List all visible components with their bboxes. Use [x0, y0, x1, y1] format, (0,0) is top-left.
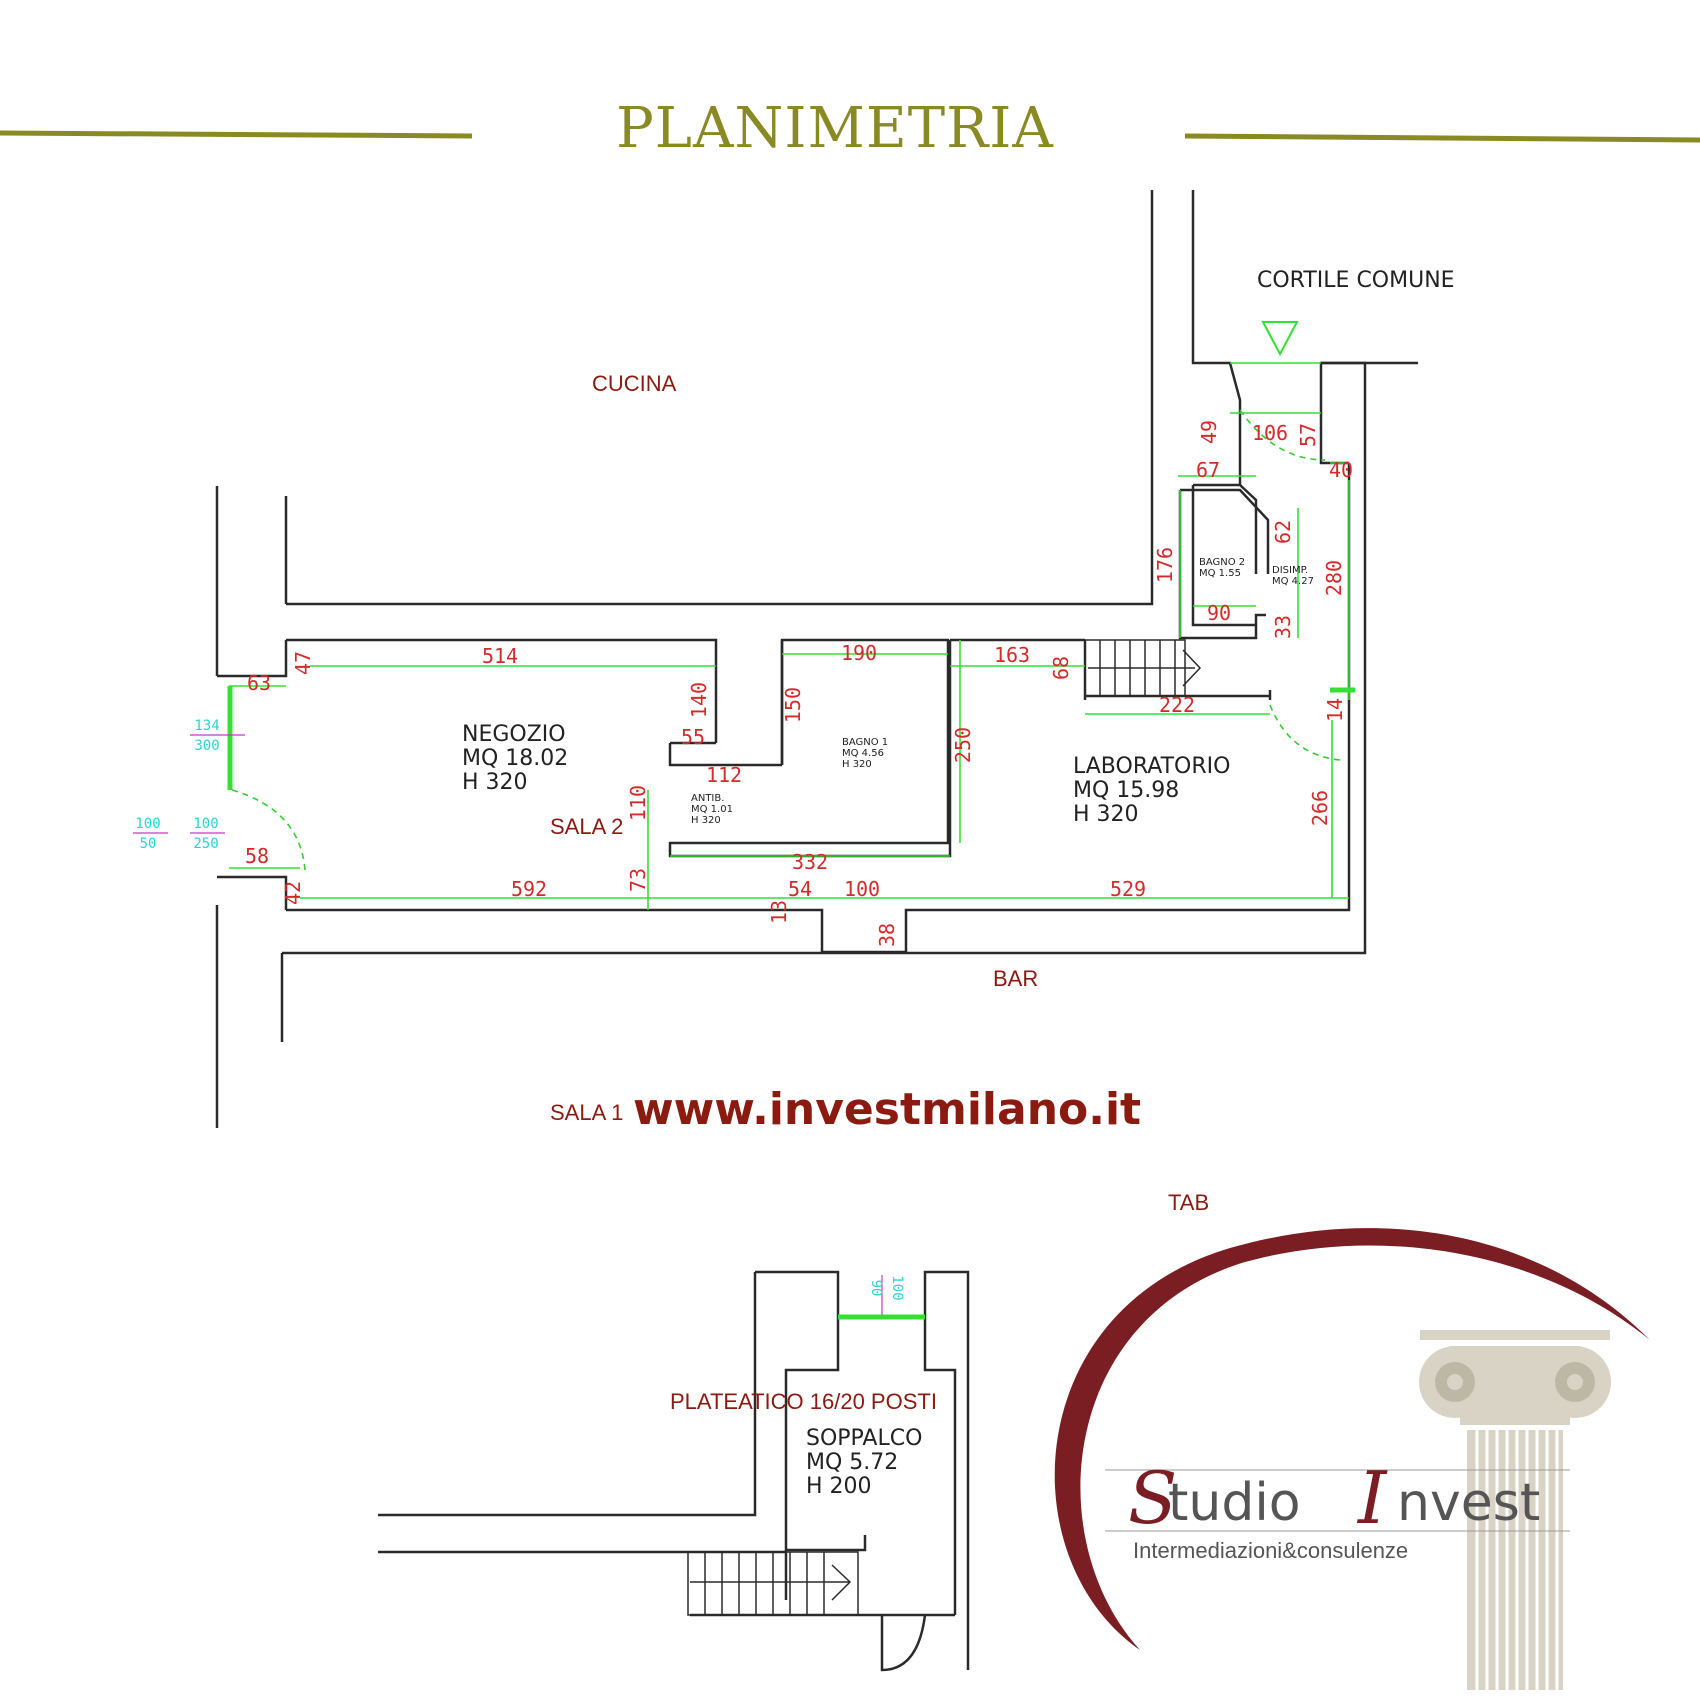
plan-walls	[215, 190, 1418, 1128]
svg-text:90: 90	[1207, 601, 1231, 625]
svg-text:280: 280	[1322, 560, 1346, 596]
svg-text:50: 50	[140, 836, 157, 852]
svg-text:163: 163	[994, 643, 1030, 667]
svg-text:58: 58	[245, 844, 269, 868]
svg-text:514: 514	[482, 644, 518, 668]
svg-text:190: 190	[841, 641, 877, 665]
svg-text:42: 42	[281, 881, 305, 905]
svg-text:ANTIB.: ANTIB.	[691, 793, 724, 804]
svg-text:592: 592	[511, 877, 547, 901]
room-bagno2-label: BAGNO 2 MQ 1.55	[1199, 557, 1245, 579]
svg-text:150: 150	[781, 687, 805, 723]
svg-text:MQ 1.55: MQ 1.55	[1199, 568, 1241, 579]
svg-text:LABORATORIO: LABORATORIO	[1073, 754, 1230, 779]
svg-text:110: 110	[626, 785, 650, 821]
entry-marker-icon	[1261, 321, 1299, 357]
svg-text:BAGNO 1: BAGNO 1	[842, 737, 888, 748]
room-laboratorio-label: LABORATORIO MQ 15.98 H 320	[1073, 754, 1230, 827]
svg-text:100: 100	[193, 816, 218, 832]
header-rule-left	[0, 130, 473, 139]
svg-text:40: 40	[1329, 458, 1353, 482]
svg-text:55: 55	[681, 725, 705, 749]
svg-text:134: 134	[194, 718, 219, 734]
svg-text:100: 100	[844, 877, 880, 901]
svg-text:106: 106	[1252, 421, 1288, 445]
svg-text:300: 300	[194, 738, 219, 754]
soppalco-walls	[378, 1270, 970, 1672]
svg-text:MQ 1.01: MQ 1.01	[691, 804, 733, 815]
studio-invest-logo[interactable]: S tudio I nvest Intermediazioni&consulen…	[1054, 1228, 1650, 1690]
svg-text:H 320: H 320	[462, 770, 528, 795]
svg-text:47: 47	[291, 651, 315, 675]
svg-text:MQ 18.02: MQ 18.02	[462, 746, 568, 771]
logo-s-initial: S	[1128, 1456, 1177, 1540]
room-bagno1-label: BAGNO 1 MQ 4.56 H 320	[842, 737, 888, 770]
svg-text:222: 222	[1159, 693, 1195, 717]
area-sala2-label: SALA 2	[550, 814, 623, 839]
svg-text:140: 140	[687, 682, 711, 718]
dimension-labels: 514 47 63 140 55 112 150 190 250 110 332…	[245, 420, 1353, 947]
svg-text:529: 529	[1110, 877, 1146, 901]
svg-text:MQ 5.72: MQ 5.72	[806, 1450, 898, 1475]
svg-text:38: 38	[875, 923, 899, 947]
room-negozio-label: NEGOZIO MQ 18.02 H 320	[462, 722, 568, 795]
area-cucina-label: CUCINA	[592, 371, 677, 396]
room-soppalco-label: SOPPALCO MQ 5.72 H 200	[806, 1426, 922, 1499]
svg-text:63: 63	[247, 671, 271, 695]
logo-i-initial: I	[1356, 1456, 1388, 1540]
svg-text:176: 176	[1153, 547, 1177, 583]
website-url[interactable]: www.investmilano.it	[633, 1084, 1141, 1135]
svg-text:62: 62	[1271, 520, 1295, 544]
page-title: PLANIMETRIA	[616, 96, 1054, 161]
soppalco-spec-100: 100	[889, 1275, 905, 1300]
svg-text:250: 250	[951, 727, 975, 763]
svg-text:MQ 4.56: MQ 4.56	[842, 748, 884, 759]
svg-text:250: 250	[193, 836, 218, 852]
svg-text:57: 57	[1296, 423, 1320, 447]
svg-text:266: 266	[1308, 790, 1332, 826]
area-sala1-label: SALA 1	[550, 1100, 623, 1125]
svg-text:H 320: H 320	[1073, 802, 1139, 827]
opening-specs: 134 300 100 50 100 250	[133, 718, 245, 852]
soppalco-spec-90: 90	[868, 1280, 884, 1297]
area-tab-label: TAB	[1168, 1190, 1209, 1215]
svg-text:68: 68	[1049, 656, 1073, 680]
svg-text:54: 54	[788, 877, 812, 901]
logo-tagline: Intermediazioni&consulenze	[1133, 1538, 1408, 1563]
svg-text:BAGNO 2: BAGNO 2	[1199, 557, 1245, 568]
header-rule-right	[1184, 133, 1700, 143]
svg-text:67: 67	[1196, 458, 1220, 482]
svg-text:49: 49	[1197, 420, 1221, 444]
svg-text:14: 14	[1323, 698, 1347, 722]
logo-word-invest: nvest	[1397, 1473, 1540, 1533]
column-flutes	[1475, 1430, 1559, 1690]
area-plateatico-label: PLATEATICO 16/20 POSTI	[670, 1389, 937, 1414]
svg-text:DISIMP.: DISIMP.	[1272, 565, 1308, 576]
stairs-soppalco	[690, 1552, 852, 1615]
svg-text:73: 73	[626, 868, 650, 892]
svg-text:H 320: H 320	[691, 815, 721, 826]
svg-text:100: 100	[135, 816, 160, 832]
green-annotations	[227, 362, 1355, 910]
area-cortile-label: CORTILE COMUNE	[1257, 268, 1455, 293]
svg-text:112: 112	[706, 763, 742, 787]
logo-word-studio: tudio	[1168, 1473, 1301, 1533]
room-antib-label: ANTIB. MQ 1.01 H 320	[691, 793, 733, 826]
svg-text:MQ 4.27: MQ 4.27	[1272, 576, 1314, 587]
svg-text:332: 332	[792, 850, 828, 874]
svg-text:33: 33	[1271, 615, 1295, 639]
svg-text:SOPPALCO: SOPPALCO	[806, 1426, 922, 1451]
svg-text:MQ 15.98: MQ 15.98	[1073, 778, 1179, 803]
svg-text:NEGOZIO: NEGOZIO	[462, 722, 566, 747]
svg-text:H 320: H 320	[842, 759, 872, 770]
room-disimp-label: DISIMP. MQ 4.27	[1272, 565, 1314, 587]
area-bar-label: BAR	[993, 966, 1038, 991]
svg-text:13: 13	[767, 900, 791, 924]
stairs-main	[1088, 640, 1202, 696]
svg-text:H 200: H 200	[806, 1474, 872, 1499]
